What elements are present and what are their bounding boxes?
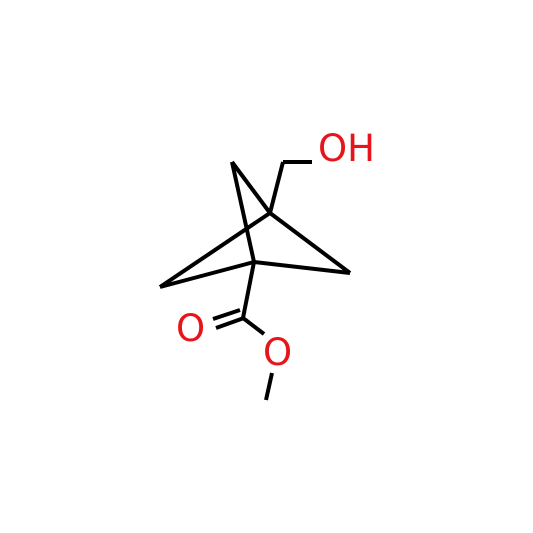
carbonyl-oxygen-label: O xyxy=(176,307,205,350)
ch2-bond xyxy=(268,161,285,214)
cage-bond-left-top xyxy=(158,211,272,289)
carbonyl-to-ester-oxygen-bond xyxy=(241,316,266,336)
ester-oxygen-to-methyl-bond xyxy=(264,372,274,401)
cage-bond-top-right xyxy=(268,211,352,275)
carbonyl-double-bond-inner xyxy=(212,308,241,321)
cage-bond-top-left xyxy=(230,160,272,215)
cage-bond-left-bottom xyxy=(159,260,255,289)
cage-bond-apex xyxy=(230,161,256,263)
carbonyl-double-bond-outer xyxy=(215,316,245,330)
cage-to-carbonyl-bond xyxy=(241,261,256,319)
cage-bond-right-bottom xyxy=(253,260,351,275)
hydroxyl-label: OH xyxy=(318,127,375,170)
ester-oxygen-label: O xyxy=(263,331,292,374)
